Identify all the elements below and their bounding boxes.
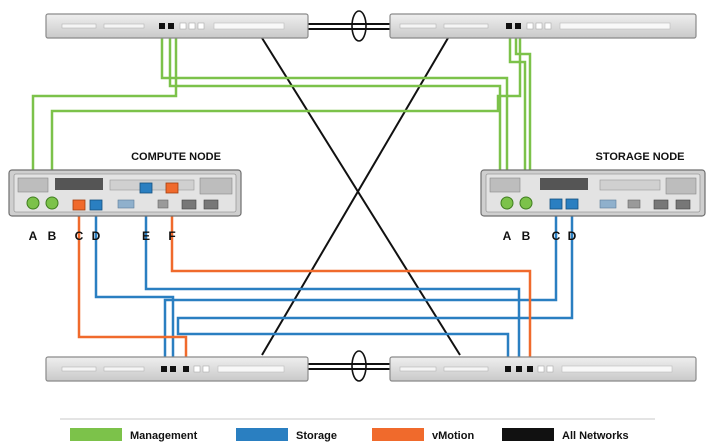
mgmt-cable-compute-a [31,34,178,196]
compute-port-label-d: D [92,229,101,243]
storage-port-b [519,196,533,210]
compute-node-chassis [8,169,242,217]
switch-port [516,366,522,372]
switch-port [168,23,174,29]
switch-port [170,366,176,372]
all-networks-cables [261,23,461,370]
storage-cable-compute-d [94,216,175,363]
storage-port-a [500,196,514,210]
storage-port-c [549,198,563,210]
top-left-switch [45,13,309,39]
bottom-isl-bundle-loop [351,350,367,382]
legend-label-storage: Storage [296,430,337,442]
storage-port-label-a: A [503,229,512,243]
cross-cable-2 [261,37,449,356]
storage-cable-storage-d [176,210,574,363]
compute-port-b [45,196,59,210]
vmotion-cable-compute-f [170,196,532,363]
legend-label-all-networks: All Networks [562,430,629,442]
compute-port-label-e: E [142,229,150,243]
compute-port-label-b: B [48,229,57,243]
storage-port-label-d: D [568,229,577,243]
compute-port-e [139,182,153,194]
vmotion-cable-compute-c [77,214,188,363]
legend: Management Storage vMotion All Networks [70,428,629,442]
compute-port-d [89,199,103,211]
bottom-right-switch [389,356,697,382]
storage-port-label-c: C [552,229,561,243]
compute-port-c [72,199,86,211]
mgmt-cable-tl-2 [168,34,502,196]
switch-port [505,366,511,372]
legend-swatch-vmotion [372,428,424,441]
management-cables [31,34,532,196]
compute-port-labels: A B C D E F [29,229,176,243]
cross-cable-1 [261,37,461,356]
top-right-switch [389,13,697,39]
switch-port [527,366,533,372]
storage-port-d [565,198,579,210]
legend-label-management: Management [130,430,198,442]
switch-port [159,23,165,29]
compute-port-label-a: A [29,229,38,243]
storage-port-label-b: B [522,229,531,243]
switch-port [161,366,167,372]
mgmt-cable-tr-2 [514,34,532,196]
storage-port-labels: A B C D [503,229,577,243]
mgmt-cable-compute-b [50,34,522,196]
legend-label-vmotion: vMotion [432,430,474,442]
compute-port-a [26,196,40,210]
top-isl-bundle-loop [351,10,367,42]
vmotion-cables [77,196,532,363]
switch-port [506,23,512,29]
compute-node-title: COMPUTE NODE [131,151,221,163]
storage-cable-storage-c [163,210,558,363]
legend-swatch-management [70,428,122,441]
storage-cable-compute-e [144,200,521,363]
storage-node-chassis [480,169,706,217]
legend-swatch-storage [236,428,288,441]
storage-cables [94,200,574,363]
mgmt-cable-tr-1 [508,34,527,196]
switch-port [515,23,521,29]
compute-port-label-c: C [75,229,84,243]
storage-node-title: STORAGE NODE [595,151,684,163]
bottom-left-switch [45,356,309,382]
compute-port-f [165,182,179,194]
legend-swatch-all-networks [502,428,554,441]
mgmt-cable-tl-1 [160,34,509,196]
compute-port-label-f: F [168,229,175,243]
switch-port [183,366,189,372]
